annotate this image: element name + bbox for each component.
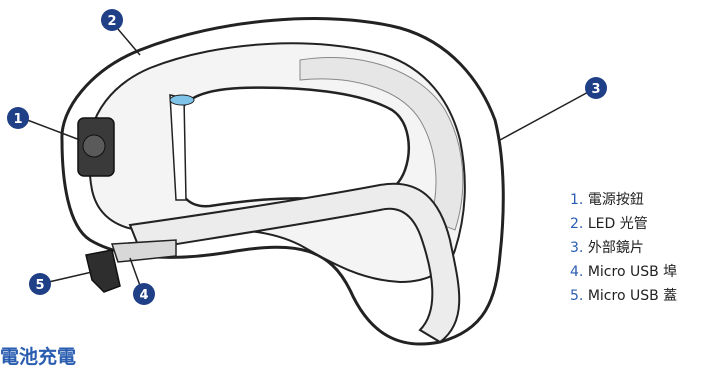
section-title: 電池充電 bbox=[0, 342, 76, 369]
svg-text:1: 1 bbox=[13, 112, 22, 127]
callout-marker-4: 4 bbox=[133, 283, 155, 305]
power-button-cap bbox=[83, 135, 105, 157]
legend-item-4: 4. Micro USB 埠 bbox=[570, 260, 677, 284]
svg-text:3: 3 bbox=[591, 82, 600, 97]
led-light-pipe bbox=[170, 95, 194, 105]
svg-text:5: 5 bbox=[35, 278, 44, 293]
svg-text:2: 2 bbox=[107, 14, 116, 29]
usb-cover-flap bbox=[86, 250, 120, 292]
legend-item-5: 5. Micro USB 蓋 bbox=[570, 284, 677, 308]
callout-marker-1: 1 bbox=[7, 107, 29, 129]
callout-marker-3: 3 bbox=[585, 77, 607, 99]
leader-line-3 bbox=[500, 90, 592, 140]
parts-legend: 1. 電源按鈕 2. LED 光管 3. 外部鏡片 4. Micro USB 埠… bbox=[570, 188, 677, 308]
callout-marker-2: 2 bbox=[101, 9, 123, 31]
legend-item-2: 2. LED 光管 bbox=[570, 212, 677, 236]
legend-item-1: 1. 電源按鈕 bbox=[570, 188, 677, 212]
legend-item-3: 3. 外部鏡片 bbox=[570, 236, 677, 260]
svg-text:4: 4 bbox=[139, 288, 148, 303]
callout-marker-5: 5 bbox=[29, 273, 51, 295]
